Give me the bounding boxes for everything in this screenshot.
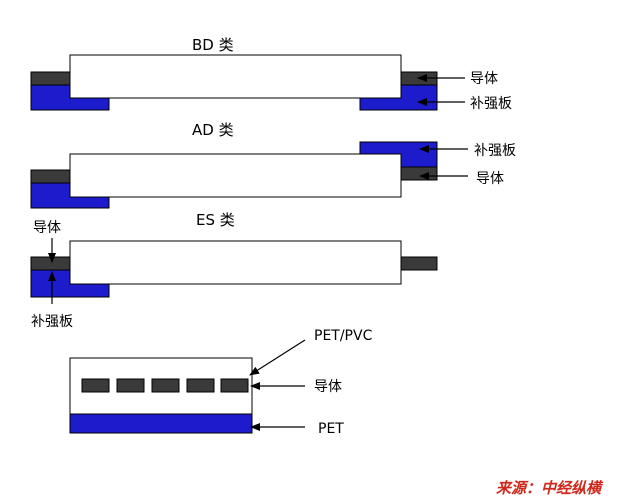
ad-title: AD 类 [192, 121, 234, 139]
es-right-conductor [399, 256, 438, 271]
source-credit: 来源：中经纵横 [496, 479, 604, 497]
es-title: ES 类 [196, 211, 235, 229]
bd-conductor-label: 导体 [470, 71, 498, 87]
ad-right-conductor [399, 166, 438, 181]
cross-section-conductor-3 [151, 378, 180, 393]
bd-title: BD 类 [192, 36, 234, 54]
cross-section-conductor-5 [220, 378, 249, 393]
cross-section: PET/PVC 导体 PET [69, 328, 373, 437]
cross-section-conductor-2 [116, 378, 145, 393]
bd-film [69, 54, 402, 99]
cross-section-top-arrow [249, 339, 306, 376]
bd-section: BD 类 导体 补强板 [30, 36, 512, 112]
es-film [69, 240, 402, 285]
cross-section-conductor-1 [81, 378, 110, 393]
bd-left-conductor [30, 71, 72, 86]
ad-stiffener-label: 补强板 [474, 143, 516, 159]
ad-left-conductor [30, 169, 72, 184]
ad-section: AD 类 补强板 导体 [30, 121, 516, 209]
ad-conductor-label: 导体 [476, 171, 504, 187]
es-left-conductor [30, 256, 72, 271]
ad-film [69, 153, 402, 198]
bd-stiffener-label: 补强板 [470, 96, 512, 112]
es-stiffener-label: 补强板 [31, 314, 73, 330]
cross-section-top-label: PET/PVC [314, 328, 373, 344]
es-section: ES 类 导体 补强板 [30, 211, 438, 330]
cross-section-conductor-4 [186, 378, 215, 393]
cross-section-conductor-label: 导体 [314, 379, 342, 395]
cross-section-pet-layer [69, 413, 253, 434]
cross-section-bottom-label: PET [318, 421, 344, 437]
es-conductor-label: 导体 [33, 220, 61, 236]
